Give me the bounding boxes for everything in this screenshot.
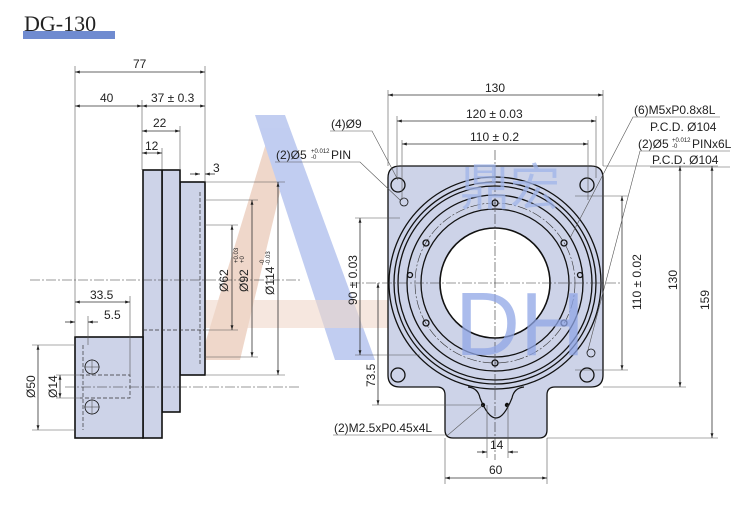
- dim-inner-110: 110 ± 0.2: [470, 130, 519, 144]
- dim-d50: Ø50: [24, 375, 38, 398]
- dim-33-5: 33.5: [90, 288, 114, 302]
- callout-tap-bottom: (2)M2.5xP0.45x4L: [334, 421, 432, 435]
- callout-pin-right-tol-top: +0.012: [672, 138, 691, 144]
- dim-d92: Ø92: [237, 269, 251, 292]
- callout-pcd-2: P.C.D. Ø104: [652, 153, 719, 167]
- page-title: DG-130: [24, 11, 96, 36]
- dim-3: 3: [213, 161, 220, 175]
- tapped-hole-icons: [406, 199, 584, 408]
- watermark-text: DH: [455, 275, 585, 375]
- callout-pin-right-tol-bot: -0: [672, 144, 678, 150]
- dim-d114-tol-top: -0: [260, 259, 266, 265]
- dim-width-130: 130: [485, 81, 505, 95]
- side-flange: [179, 181, 206, 376]
- dim-v73-5: 73.5: [364, 363, 378, 387]
- mounting-hole-icons: [390, 177, 596, 383]
- title-block: DG-130: [23, 11, 115, 39]
- dim-d92-tol-top: +0.03: [234, 247, 240, 263]
- dim-body-length: 37 ± 0.3: [151, 91, 195, 105]
- dim-22: 22: [153, 116, 167, 130]
- dim-tab-14: 14: [490, 438, 504, 452]
- screw-head-icon: [84, 399, 100, 415]
- callout-pin-right-suffix: PINx6L: [692, 137, 732, 151]
- screw-head-icon: [84, 359, 100, 375]
- dim-v90: 90 ± 0.03: [346, 255, 360, 305]
- front-view: 130 120 ± 0.03 110 ± 0.2 90 ± 0.03 73.5 …: [275, 81, 732, 484]
- callout-tap-right: (6)M5xP0.8x8L: [634, 103, 716, 117]
- watermark-stroke-blue: [255, 115, 375, 360]
- dim-hole-pitch: 120 ± 0.03: [466, 107, 523, 121]
- watermark-stroke-orange: [200, 130, 290, 360]
- dim-5-5: 5.5: [104, 308, 121, 322]
- dim-motor-length: 40: [100, 91, 114, 105]
- callout-pin-right: (2)Ø5: [638, 137, 669, 151]
- dim-d114: Ø114: [263, 266, 277, 295]
- side-plate: [142, 169, 163, 439]
- dim-v110: 110 ± 0.02: [630, 254, 644, 310]
- dim-overall-length: 77: [133, 57, 147, 71]
- callout-pin-left-tol-bot: -0: [311, 155, 317, 161]
- dim-d62: Ø62: [217, 269, 231, 292]
- watermark-chars: 鼎宏: [460, 160, 560, 216]
- title-underline: [23, 31, 115, 39]
- dim-d14: Ø14: [46, 375, 60, 398]
- dim-d92-tol-bot: +0: [240, 255, 246, 263]
- callout-pin-left-tol-top: +0.012: [311, 149, 330, 155]
- side-motor: [74, 336, 144, 439]
- callout-pcd-1: P.C.D. Ø104: [650, 120, 717, 134]
- watermark-lettering: DH 鼎宏: [455, 160, 585, 375]
- dim-v159: 159: [698, 290, 712, 310]
- callout-pin-left-suffix: PIN: [331, 148, 351, 162]
- dim-d114-tol-bot: -0.03: [266, 251, 272, 265]
- dim-tab-60: 60: [489, 463, 503, 477]
- dim-12: 12: [145, 139, 159, 153]
- side-rotor: [161, 169, 181, 413]
- side-view: 77 40 37 ± 0.3 22 12 3 Ø62 Ø92 +0.03 +0 …: [24, 57, 300, 439]
- callout-holes: (4)Ø9: [331, 117, 362, 131]
- dim-v130: 130: [666, 270, 680, 290]
- callout-pin-left: (2)Ø5: [276, 148, 307, 162]
